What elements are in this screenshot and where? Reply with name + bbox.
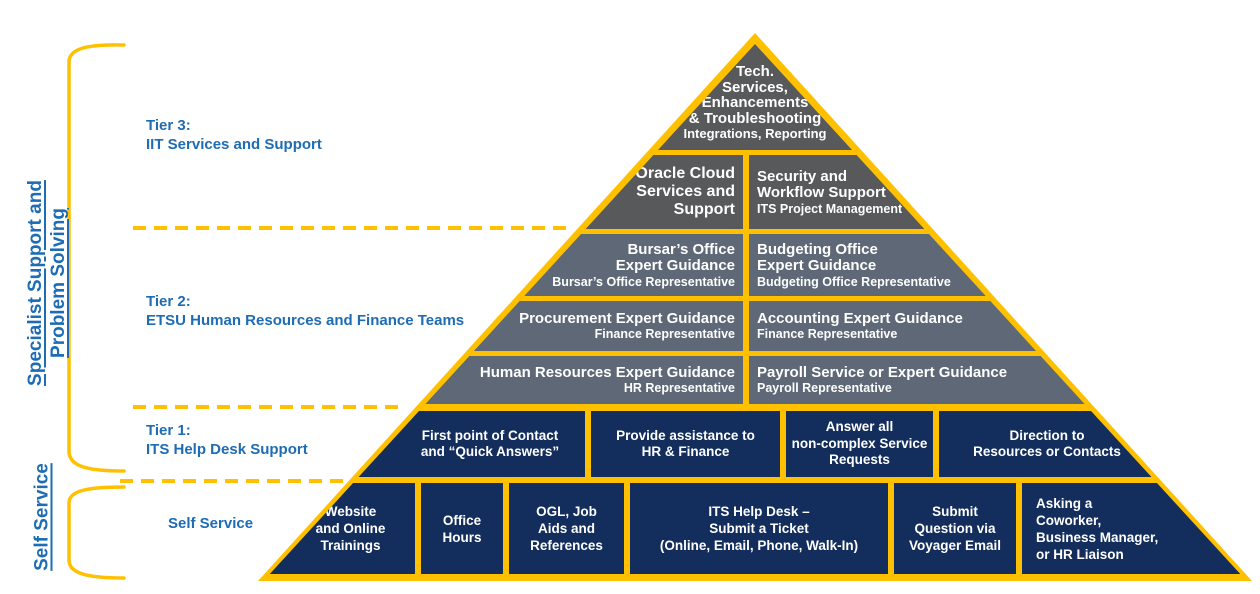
cell-oracle-cloud-title: Oracle Cloud Services and Support bbox=[635, 165, 735, 218]
tier2-label-subtitle: ETSU Human Resources and Finance Teams bbox=[146, 312, 465, 329]
tier2-label-title: Tier 2: bbox=[146, 293, 191, 310]
cell-asking-coworker: Asking a Coworker, Business Manager, or … bbox=[1022, 483, 1240, 574]
self-service-label: Self Service bbox=[168, 515, 254, 532]
cell-direction-to-resources: Direction to Resources or Contacts bbox=[939, 411, 1155, 477]
cell-oracle-cloud: Oracle Cloud Services and Support bbox=[267, 155, 743, 229]
apex-title: Tech. Services, Enhancements & Troublesh… bbox=[688, 63, 822, 127]
cell-budgeting-title: Budgeting Office Expert Guidance bbox=[757, 240, 878, 274]
cell-website-trainings: Website and Online Trainings bbox=[267, 483, 415, 574]
cell-answer-requests: Answer all non-complex Service Requests bbox=[786, 411, 933, 477]
cell-procurement-title: Procurement Expert Guidance bbox=[519, 309, 735, 327]
bracket-self-service bbox=[67, 485, 126, 580]
dashed-separator-tier2-tier1 bbox=[133, 405, 405, 409]
tier2-label: Tier 2: ETSU Human Resources and Finance… bbox=[146, 292, 464, 330]
cell-budgeting-subtitle: Budgeting Office Representative bbox=[757, 274, 951, 289]
cell-bursar-title: Bursar’s Office Expert Guidance bbox=[615, 240, 735, 274]
rotated-label-specialist-support: Specialist Support and Problem Solving bbox=[25, 180, 69, 386]
bracket-specialist bbox=[67, 43, 126, 473]
cell-hr-title: Human Resources Expert Guidance bbox=[479, 363, 735, 381]
cell-first-point-of-contact: First point of Contact and “Quick Answer… bbox=[340, 411, 585, 477]
cell-budgeting-office: Budgeting Office Expert Guidance Budgeti… bbox=[749, 234, 1243, 296]
tier1-row: First point of Contact and “Quick Answer… bbox=[267, 411, 1243, 477]
cell-bursar-subtitle: Bursar’s Office Representative bbox=[552, 274, 735, 289]
tier1-label-subtitle: ITS Help Desk Support bbox=[146, 441, 308, 458]
apex-subtitle: Integrations, Reporting bbox=[683, 126, 827, 141]
cell-provide-assistance: Provide assistance to HR & Finance bbox=[591, 411, 780, 477]
cell-security-workflow-subtitle: ITS Project Management bbox=[757, 201, 903, 216]
cell-security-workflow-title: Security and Workflow Support bbox=[757, 167, 886, 201]
tier1-label-title: Tier 1: bbox=[146, 422, 191, 439]
tier3-label: Tier 3: IIT Services and Support bbox=[146, 116, 322, 154]
cell-ogl-job-aids: OGL, Job Aids and References bbox=[509, 483, 624, 574]
cell-hr-subtitle: HR Representative bbox=[623, 381, 735, 396]
rotated-label-self-service: Self Service bbox=[31, 463, 53, 571]
tier3-row: Oracle Cloud Services and Support Securi… bbox=[267, 155, 1243, 229]
cell-its-help-desk-ticket: ITS Help Desk – Submit a Ticket (Online,… bbox=[630, 483, 888, 574]
cell-procurement-subtitle: Finance Representative bbox=[594, 327, 735, 342]
cell-human-resources: Human Resources Expert Guidance HR Repre… bbox=[267, 356, 743, 404]
cell-voyager-email: Submit Question via Voyager Email bbox=[894, 483, 1016, 574]
cell-payroll-subtitle: Payroll Representative bbox=[757, 381, 892, 396]
cell-accounting: Accounting Expert Guidance Finance Repre… bbox=[749, 301, 1243, 351]
tier3-label-subtitle: IIT Services and Support bbox=[146, 136, 322, 153]
dashed-separator-tier1-self bbox=[120, 479, 350, 483]
dashed-separator-tier3-tier2 bbox=[133, 226, 570, 230]
cell-accounting-title: Accounting Expert Guidance bbox=[757, 309, 963, 327]
tier1-label: Tier 1: ITS Help Desk Support bbox=[146, 421, 308, 459]
cell-accounting-subtitle: Finance Representative bbox=[757, 327, 898, 342]
tier2-row-bursar-budgeting: Bursar’s Office Expert Guidance Bursar’s… bbox=[267, 234, 1243, 296]
cell-bursar-office: Bursar’s Office Expert Guidance Bursar’s… bbox=[267, 234, 743, 296]
cell-office-hours: Office Hours bbox=[421, 483, 503, 574]
cell-payroll-title: Payroll Service or Expert Guidance bbox=[757, 363, 1008, 381]
cell-payroll: Payroll Service or Expert Guidance Payro… bbox=[749, 356, 1243, 404]
cell-security-workflow: Security and Workflow Support ITS Projec… bbox=[749, 155, 1243, 229]
tier2-row-hr-payroll: Human Resources Expert Guidance HR Repre… bbox=[267, 356, 1243, 404]
tier3-label-title: Tier 3: bbox=[146, 117, 191, 134]
